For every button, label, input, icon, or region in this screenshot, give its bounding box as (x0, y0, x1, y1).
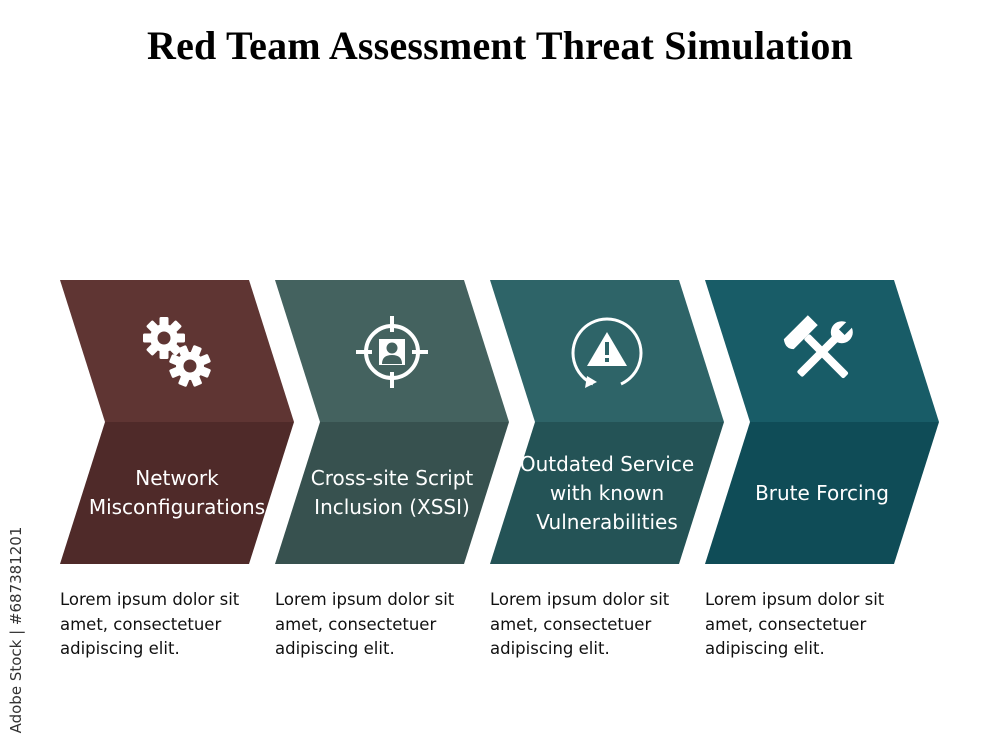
step-network-misconfigurations: Network Misconfigurations (60, 280, 294, 564)
target-person-icon (275, 312, 509, 392)
step-xssi: Cross-site Script Inclusion (XSSI) (275, 280, 509, 564)
step-outdated-service: Outdated Service with known Vulnerabilit… (490, 280, 724, 564)
step-label: Brute Forcing (755, 480, 889, 505)
watermark-text: Adobe Stock | #687381201 (7, 526, 25, 734)
hammer-wrench-icon (705, 312, 939, 392)
step-description: Lorem ipsum dolor sit amet, consectetuer… (705, 590, 885, 658)
gears-icon (60, 312, 294, 392)
step-label: Outdated Service with known Vulnerabilit… (519, 451, 695, 534)
step-description: Lorem ipsum dolor sit amet, consectetuer… (490, 590, 670, 658)
chevron-arrow (490, 280, 724, 564)
step-brute-forcing: Brute Forcing (705, 280, 939, 564)
step-description: Lorem ipsum dolor sit amet, consectetuer… (275, 590, 455, 658)
step-label: Cross-site Script Inclusion (XSSI) (310, 466, 474, 519)
step-label: Network Misconfigurations (88, 466, 266, 519)
page-title: Red Team Assessment Threat Simulation (146, 23, 853, 68)
watermark: Adobe Stock | #687381201 (6, 515, 26, 745)
warning-refresh-icon (490, 312, 724, 392)
step-description: Lorem ipsum dolor sit amet, consectetuer… (60, 590, 240, 658)
